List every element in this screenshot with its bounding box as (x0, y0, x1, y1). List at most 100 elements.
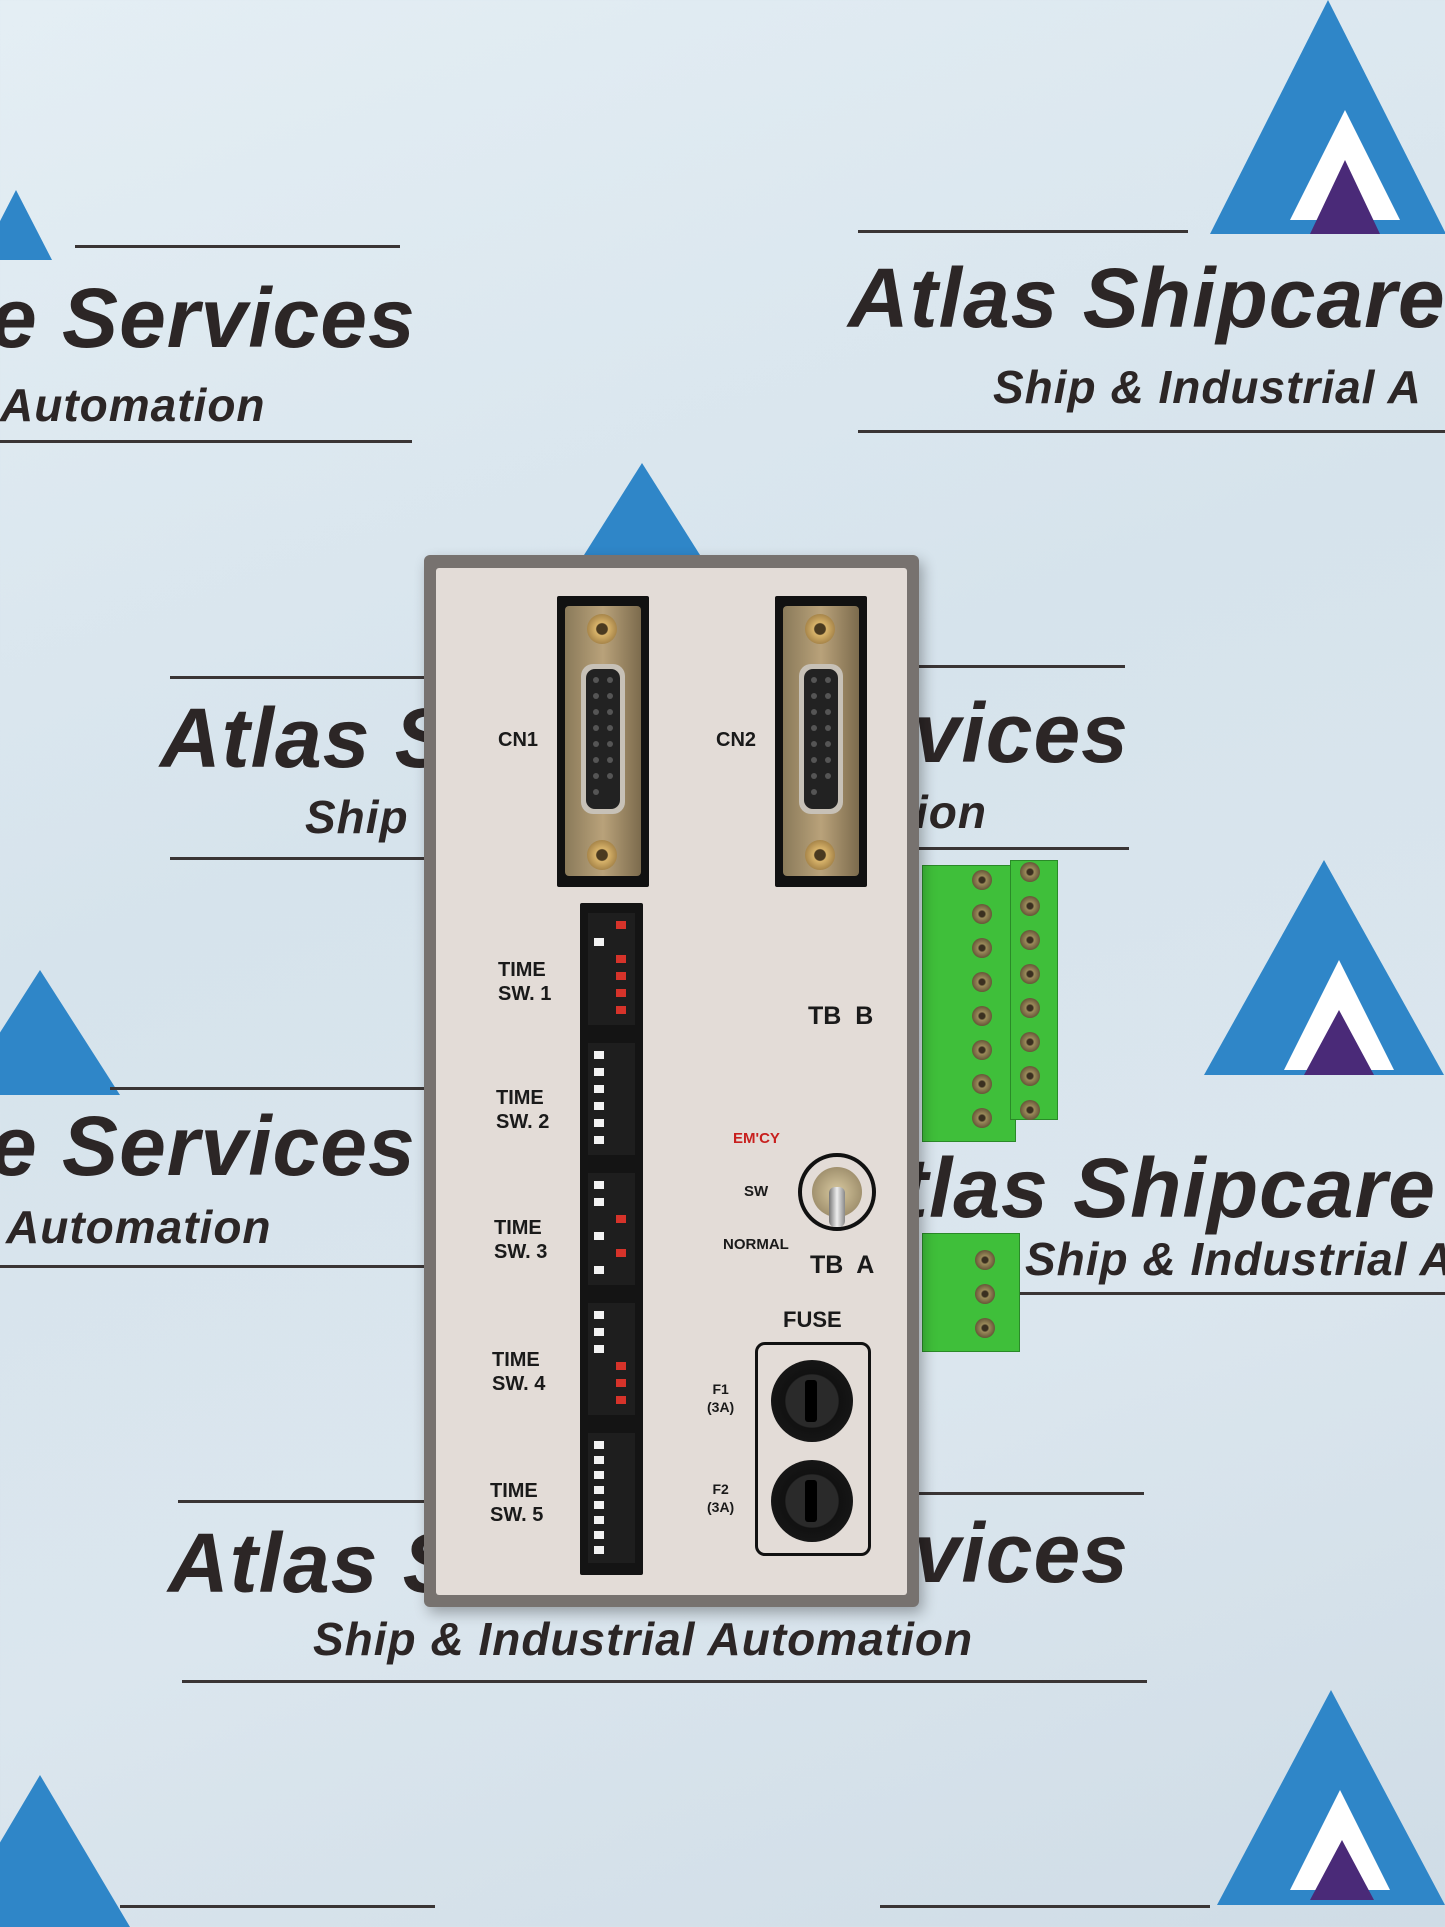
dip-toggle[interactable] (594, 1051, 604, 1059)
terminal-screw-icon (975, 1284, 995, 1304)
banner-rule (110, 1087, 424, 1090)
connector-pin (825, 773, 831, 779)
dip-toggle[interactable] (616, 1215, 626, 1223)
connector-pin (811, 693, 817, 699)
fuse-cap-f1[interactable] (771, 1360, 853, 1442)
dip-toggle[interactable] (616, 1379, 626, 1387)
terminal-screw-icon (972, 870, 992, 890)
terminal-screw-icon (1020, 964, 1040, 984)
dip-toggle[interactable] (594, 1119, 604, 1127)
dip-toggle[interactable] (594, 1232, 604, 1240)
terminal-screw-icon (972, 1040, 992, 1060)
logo-triangle-icon (0, 190, 52, 260)
banner-text: e Services (0, 271, 416, 365)
fuse-f2-label: F2(3A) (707, 1481, 735, 1515)
terminal-screw-icon (1020, 1066, 1040, 1086)
emergency-toggle-switch[interactable] (798, 1153, 876, 1231)
dip-toggle[interactable] (594, 1471, 604, 1479)
dip-toggle[interactable] (594, 1068, 604, 1076)
banner-text: e Services (0, 1099, 416, 1193)
connector-pin (825, 693, 831, 699)
dip-toggle[interactable] (594, 1198, 604, 1206)
connector-pin (811, 789, 817, 795)
dip-toggle[interactable] (616, 1362, 626, 1370)
dip-toggle[interactable] (616, 972, 626, 980)
dip-toggle[interactable] (616, 955, 626, 963)
fuse-cap-f2[interactable] (771, 1460, 853, 1542)
dip-toggle[interactable] (594, 1486, 604, 1494)
dip-toggle[interactable] (594, 1266, 604, 1274)
dip-toggle[interactable] (616, 1006, 626, 1014)
terminal-screw-icon (972, 904, 992, 924)
screw-icon (587, 614, 617, 644)
dip-toggle[interactable] (594, 1516, 604, 1524)
dip-toggle[interactable] (594, 1181, 604, 1189)
dip-toggle[interactable] (594, 1102, 604, 1110)
cn1-label: CN1 (498, 729, 539, 751)
dip-toggle[interactable] (594, 1328, 604, 1336)
dip-toggle[interactable] (594, 1441, 604, 1449)
connector-pin (825, 725, 831, 731)
connector-pin (811, 709, 817, 715)
connector-pin (825, 677, 831, 683)
fuse-slot (805, 1480, 817, 1522)
dip-toggle[interactable] (594, 1085, 604, 1093)
dip-toggle[interactable] (616, 921, 626, 929)
fuse-slot (805, 1380, 817, 1422)
banner-rule (170, 857, 424, 860)
dip-toggle[interactable] (594, 1546, 604, 1554)
dip-toggle[interactable] (594, 1501, 604, 1509)
terminal-screw-icon (1020, 862, 1040, 882)
dip-toggle[interactable] (616, 1396, 626, 1404)
banner-text: Automation (6, 1201, 272, 1253)
banner-rule (880, 1905, 1210, 1908)
fuse-holder-box (755, 1342, 871, 1556)
dip-toggle[interactable] (616, 1249, 626, 1257)
banner-rule (120, 1905, 435, 1908)
connector-pin (593, 773, 599, 779)
connector-pin (593, 789, 599, 795)
connector-pin (593, 725, 599, 731)
terminal-screw-icon (1020, 1032, 1040, 1052)
logo-triangle-icon (0, 1775, 130, 1927)
dip-switch-time-sw-4 (588, 1303, 635, 1415)
connector-cn1[interactable] (557, 596, 649, 887)
connector-pin (811, 773, 817, 779)
dip-toggle[interactable] (594, 1456, 604, 1464)
dip-toggle[interactable] (594, 1311, 604, 1319)
terminal-screw-icon (975, 1318, 995, 1338)
connector-pin (607, 741, 613, 747)
emergency-label: EM'CY (733, 1130, 780, 1147)
banner-text: rvices (880, 1506, 1129, 1600)
terminal-block-tb-b (922, 865, 1016, 1142)
screw-icon (587, 840, 617, 870)
dip-toggle[interactable] (594, 1531, 604, 1539)
screw-icon (805, 840, 835, 870)
banner-text: Ship (305, 791, 409, 843)
connector-pin (607, 693, 613, 699)
dip-toggle[interactable] (594, 1136, 604, 1144)
terminal-screw-icon (1020, 1100, 1040, 1120)
dip-toggle[interactable] (616, 989, 626, 997)
dip-toggle[interactable] (594, 938, 604, 946)
tb-b-label: TB B (808, 1002, 874, 1030)
normal-label: NORMAL (723, 1236, 789, 1253)
banner-rule (919, 847, 1129, 850)
terminal-screw-icon (972, 972, 992, 992)
banner-rule (919, 665, 1125, 668)
dip-toggle[interactable] (594, 1345, 604, 1353)
dip-switch-time-sw-5 (588, 1433, 635, 1563)
connector-pin (593, 757, 599, 763)
connector-pin (593, 693, 599, 699)
screw-icon (805, 614, 835, 644)
banner-text: Automation (0, 379, 266, 431)
banner-text: Atlas Shipcare (848, 251, 1445, 345)
tb-a-label: TB A (810, 1251, 875, 1279)
connector-pin (593, 677, 599, 683)
dip-switch-time-sw-2 (588, 1043, 635, 1155)
connector-pin (811, 741, 817, 747)
banner-text: Atlas S (168, 1516, 460, 1610)
connector-cn2[interactable] (775, 596, 867, 887)
